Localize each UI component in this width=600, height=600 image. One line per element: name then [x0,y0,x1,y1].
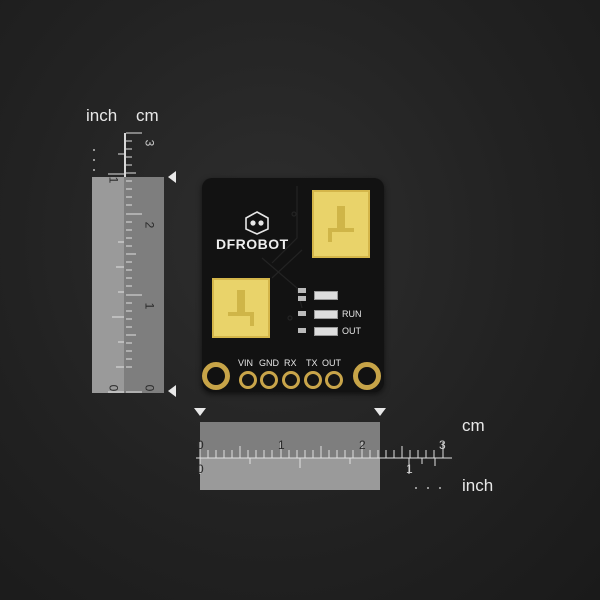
led-run [314,310,338,319]
pin-out [325,371,343,389]
vertical-inch-block [92,177,124,393]
horizontal-right-marker-icon [374,408,386,416]
vertical-unit-inch-label: inch [86,106,118,125]
vertical-cm-number-0: 0 [142,384,157,392]
led-out [314,327,338,336]
pcb-traces [261,186,303,321]
vertical-inch-number-0: 0 [106,384,121,392]
pin-label-out: OUT [322,358,341,368]
pin-gnd [260,371,278,389]
vertical-unit-cm-label: cm [136,106,159,125]
resistor-3 [298,311,306,316]
vertical-cm-number-1: 1 [142,302,157,310]
pin-vin [239,371,257,389]
vertical-cm-number-3: 3 [142,139,157,147]
resistor-4 [298,328,306,333]
horizontal-cm-block [200,422,380,458]
resistor-2 [298,296,306,301]
pin-label-tx: TX [306,358,318,368]
vertical-ruler-ticks [93,132,142,393]
horizontal-unit-cm-label: cm [462,416,485,435]
led-top [314,291,338,300]
horizontal-unit-inch-label: inch [462,476,494,495]
horizontal-inch-number-1: 1 [406,462,413,476]
vertical-inch-number-1: 1 [106,176,121,184]
dfrobot-logo-icon [245,211,269,235]
vertical-cm-block [124,177,164,393]
horizontal-cm-number-2: 2 [359,438,366,452]
vertical-top-marker-icon [168,171,176,183]
logo-text: DFROBOT [216,236,289,252]
horizontal-cm-number-0: 0 [197,438,204,452]
vertical-bottom-marker-icon [168,385,176,397]
horizontal-ruler-ticks [196,442,452,489]
horizontal-cm-number-1: 1 [278,438,285,452]
pin-label-gnd: GND [259,358,279,368]
vertical-cm-number-2: 2 [142,221,157,229]
mounting-hole-right [353,362,381,390]
mounting-hole-left [202,362,230,390]
resistor-1 [298,288,306,293]
pin-rx [282,371,300,389]
radar-sensor-board: DFROBOT RUN OUT VIN GND RX TX [202,178,384,392]
horizontal-cm-number-3: 3 [439,438,446,452]
antenna-pad-top [312,190,370,258]
horizontal-inch-number-0: 0 [197,462,204,476]
pin-tx [304,371,322,389]
pin-label-rx: RX [284,358,297,368]
led-label-out: OUT [342,326,361,336]
antenna-pad-bottom [212,278,270,338]
horizontal-left-marker-icon [194,408,206,416]
pin-label-vin: VIN [238,358,254,368]
led-label-run: RUN [342,309,362,319]
